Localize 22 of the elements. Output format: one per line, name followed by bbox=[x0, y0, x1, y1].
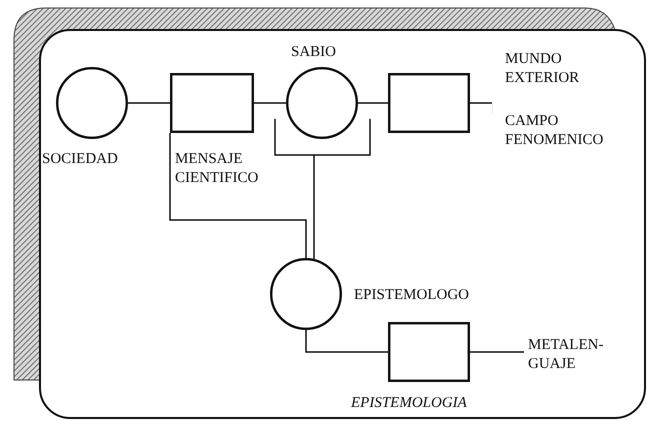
node-caption: SOCIEDAD bbox=[42, 150, 118, 169]
connector-line bbox=[254, 102, 286, 104]
rectangle-node bbox=[170, 73, 254, 133]
connector-line bbox=[470, 102, 492, 104]
label-text: MUNDO EXTERIOR bbox=[505, 50, 580, 88]
label-text: CAMPO FENOMENICO bbox=[505, 112, 604, 150]
connector-line bbox=[128, 102, 170, 104]
node-caption: SABIO bbox=[291, 43, 336, 62]
node-caption: MENSAJE CIENTIFICO bbox=[175, 150, 258, 188]
circle-node bbox=[270, 258, 342, 330]
connector-line bbox=[305, 330, 388, 353]
connector-line bbox=[358, 102, 388, 104]
node-caption: EPISTEMOLOGIA bbox=[351, 394, 467, 413]
circle-node bbox=[56, 67, 128, 139]
label-text: METALEN- GUAJE bbox=[528, 336, 604, 374]
node-caption: EPISTEMOLOGO bbox=[354, 286, 469, 305]
rectangle-node bbox=[388, 73, 470, 133]
connector-line bbox=[274, 118, 371, 260]
circle-node bbox=[286, 67, 358, 139]
connector-line bbox=[169, 133, 307, 258]
rectangle-node bbox=[388, 322, 470, 382]
connector-line bbox=[470, 351, 524, 353]
